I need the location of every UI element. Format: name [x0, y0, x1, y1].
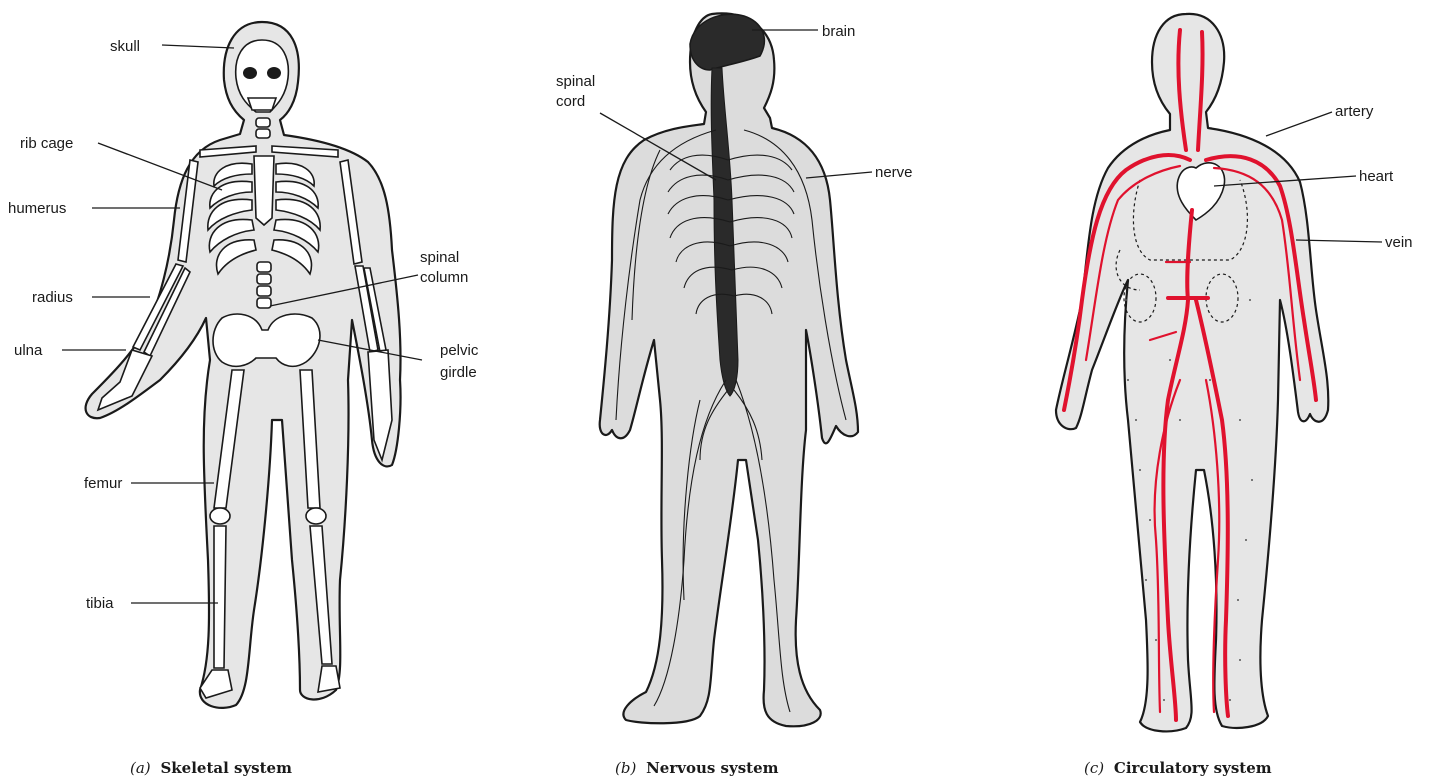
panel-skeletal: skull rib cage humerus radius ulna spina…: [8, 22, 479, 777]
label-artery: artery: [1335, 103, 1374, 120]
left-tibia-bone: [214, 526, 226, 668]
label-radius: radius: [32, 289, 73, 306]
label-humerus: humerus: [8, 200, 66, 217]
label-nerve: nerve: [875, 164, 913, 181]
label-ulna: ulna: [14, 342, 43, 359]
panel-circulatory: artery heart vein (c) Circulatory system: [1056, 14, 1413, 777]
caption-skeletal-letter: (a): [130, 759, 151, 777]
label-pelvic-girdle-line2: girdle: [440, 364, 477, 381]
caption-nervous: (b) Nervous system: [615, 759, 779, 777]
caption-nervous-letter: (b): [615, 759, 636, 777]
label-rib-cage: rib cage: [20, 135, 73, 152]
label-spinal-cord-line1: spinal: [556, 73, 595, 90]
circulatory-body-outline: [1056, 14, 1328, 732]
label-femur: femur: [84, 475, 122, 492]
caption-circulatory: (c) Circulatory system: [1084, 759, 1272, 777]
left-eye-socket: [243, 67, 257, 79]
label-spinal-cord-line2: cord: [556, 93, 585, 110]
label-skull: skull: [110, 38, 140, 55]
label-pelvic-girdle-line1: pelvic: [440, 342, 479, 359]
jaw: [248, 98, 276, 110]
panel-nervous: brain spinal cord nerve (b) Nervous syst…: [556, 13, 913, 777]
caption-circulatory-title: Circulatory system: [1114, 759, 1272, 777]
label-spinal-column-line2: column: [420, 269, 468, 286]
sternum: [254, 156, 274, 225]
label-vein: vein: [1385, 234, 1413, 251]
label-heart: heart: [1359, 168, 1394, 185]
caption-nervous-title: Nervous system: [646, 759, 779, 777]
caption-circulatory-letter: (c): [1084, 759, 1104, 777]
label-spinal-column-line1: spinal: [420, 249, 459, 266]
right-eye-socket: [267, 67, 281, 79]
caption-skeletal-title: Skeletal system: [160, 759, 292, 777]
caption-skeletal: (a) Skeletal system: [130, 759, 292, 777]
label-tibia: tibia: [86, 595, 114, 612]
label-brain: brain: [822, 23, 855, 40]
